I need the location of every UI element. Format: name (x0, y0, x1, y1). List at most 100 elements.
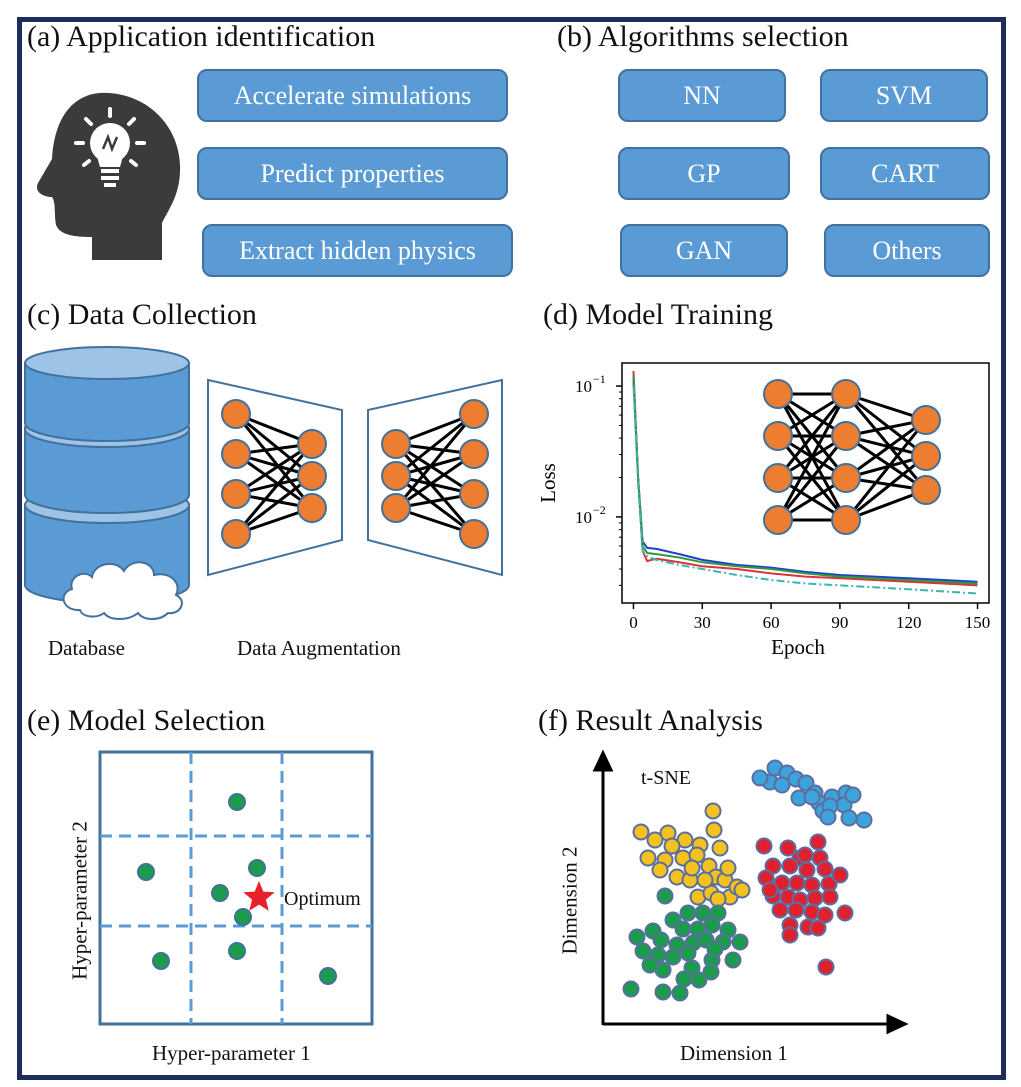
inset-node (831, 463, 861, 493)
tsne-point-green (622, 980, 640, 998)
tsne-point-yellow (639, 849, 657, 867)
decoder-node (459, 479, 489, 509)
tsne-point-green (724, 951, 742, 969)
x-tick-label: 90 (831, 613, 848, 632)
y-tick-exponent: −1 (593, 372, 606, 386)
tsne-point-blue (855, 811, 873, 829)
tsne-point-blue (751, 769, 769, 787)
decoder-node (459, 399, 489, 429)
tsne-point-yellow (719, 859, 737, 877)
y-tick-label: 10 (575, 377, 592, 396)
loss-x-axis-label: Epoch (771, 635, 825, 659)
head-lightbulb-icon (36, 92, 181, 260)
data-augmentation-label: Data Augmentation (237, 636, 401, 660)
tsne-point-yellow (683, 859, 701, 877)
y-tick-label: 10 (575, 508, 592, 527)
inset-edge (845, 454, 927, 522)
encoder-node (297, 429, 327, 459)
encoder-edge (235, 452, 313, 510)
tsne-point-green (634, 942, 652, 960)
decoder-node (381, 429, 411, 459)
tsne-point-yellow (632, 823, 650, 841)
x-tick-label: 30 (694, 613, 711, 632)
inset-edge (844, 393, 928, 491)
inset-edge (844, 419, 928, 521)
tsne-point-red (809, 919, 827, 937)
encoder-edge (235, 474, 313, 536)
tsne-point-green (674, 920, 692, 938)
tsne-point-green (679, 944, 697, 962)
algo-item-nn: NN (618, 69, 786, 122)
tsne-point-red (816, 860, 834, 878)
tsne-point-red (755, 837, 773, 855)
optimum-star-icon (243, 881, 275, 911)
tsne-point-red (761, 881, 779, 899)
app-item-accelerate-simulations: Accelerate simulations (197, 69, 508, 122)
tsne-point-green (654, 983, 672, 1001)
tsne-point-yellow (696, 871, 714, 889)
decoder-edge (395, 412, 475, 478)
x-tick-label: 0 (629, 613, 638, 632)
panel-a-title: (a) Application identification (27, 20, 376, 53)
decoder-node (459, 519, 489, 549)
x-tick-label: 60 (763, 613, 780, 632)
panel-b-title: (b) Algorithms selection (557, 20, 849, 53)
decoder-node (381, 461, 411, 491)
inset-edge (845, 392, 927, 458)
optimum-label: Optimum (284, 888, 361, 910)
candidate-dot (248, 859, 266, 877)
candidate-dot (152, 952, 170, 970)
candidate-dot (319, 967, 337, 985)
tsne-point-red (781, 926, 799, 944)
inset-node (831, 379, 861, 409)
candidate-dot (137, 863, 155, 881)
database-label: Database (48, 636, 125, 660)
inset-edge (845, 434, 927, 492)
tsne-point-green (690, 971, 708, 989)
tsne-point-green (679, 904, 697, 922)
encoder-edge (235, 412, 313, 478)
tsne-point-red (821, 888, 839, 906)
data-augmentation-diagram (207, 378, 503, 577)
decoder-node (459, 439, 489, 469)
algo-item-gp: GP (618, 147, 790, 200)
tsne-point-green (731, 933, 749, 951)
tsne-point-red (836, 904, 854, 922)
loss-series-1 (632, 371, 978, 587)
candidate-dot (211, 884, 229, 902)
tsne-point-red (779, 839, 797, 857)
inset-node (763, 505, 793, 535)
encoder-node (221, 479, 251, 509)
app-item-extract-hidden-physics: Extract hidden physics (202, 224, 513, 277)
tsne-point-yellow (733, 881, 751, 899)
inset-node (911, 405, 941, 435)
algo-item-cart: CART (820, 147, 990, 200)
tsne-point-blue (840, 809, 858, 827)
app-item-predict-properties: Predict properties (197, 147, 508, 200)
hyperparameter-grid (98, 750, 374, 1026)
tsne-point-red (796, 846, 814, 864)
decoder-edge (395, 442, 475, 496)
tsne-point-red (787, 901, 805, 919)
tsne-point-green (702, 963, 720, 981)
tsne-point-red (771, 901, 789, 919)
tsne-point-green (675, 970, 693, 988)
tsne-point-green (703, 916, 721, 934)
tsne-point-red (806, 889, 824, 907)
panel-e-title: (e) Model Selection (27, 704, 266, 737)
decoder-node (381, 493, 411, 523)
tsne-scatter (592, 749, 909, 1035)
tsne-point-green (656, 887, 674, 905)
tsne-point-red (816, 906, 834, 924)
tsne-point-green (652, 931, 670, 949)
candidate-dot (234, 908, 252, 926)
tsne-point-green (641, 956, 659, 974)
panel-f-title: (f) Result Analysis (538, 704, 763, 737)
inset-node (831, 421, 861, 451)
candidate-dot (228, 793, 246, 811)
grid-x-axis-label: Hyper-parameter 1 (152, 1041, 311, 1065)
tsne-method-label: t-SNE (641, 767, 691, 789)
tsne-point-red (809, 833, 827, 851)
encoder-node (221, 439, 251, 469)
tsne-point-red (831, 866, 849, 884)
